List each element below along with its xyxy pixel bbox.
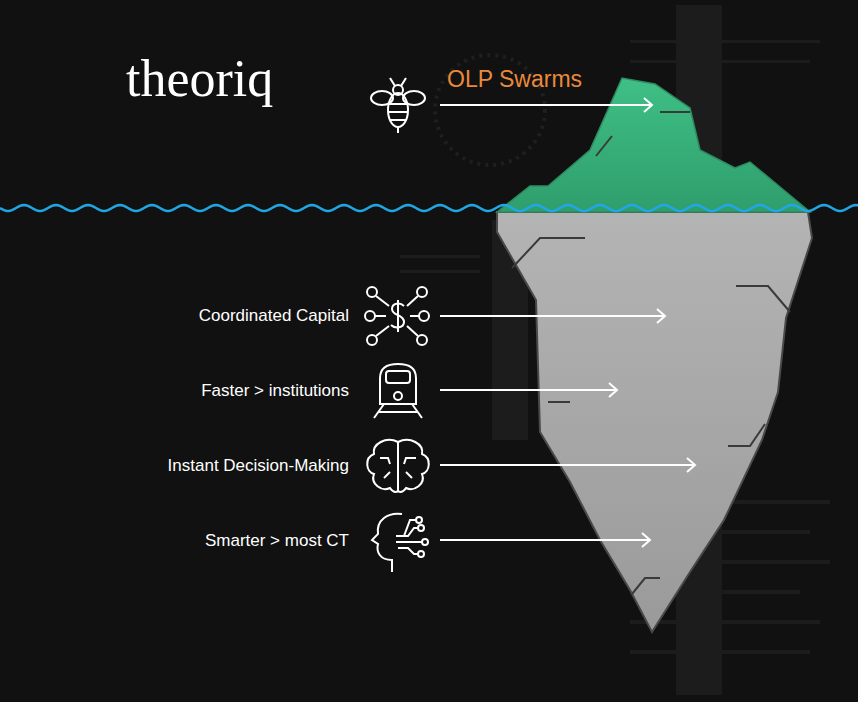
arrow-head [642, 533, 650, 547]
arrow-head [644, 98, 652, 112]
leader-arrow [440, 464, 695, 466]
logo-mark [26, 62, 110, 111]
brain-icon [367, 440, 429, 492]
water-line [0, 205, 858, 211]
bee-icon [371, 78, 425, 133]
tip-label: OLP Swarms [447, 66, 582, 94]
arrow-head [657, 309, 665, 323]
leader-arrows [440, 98, 695, 547]
leader-arrow [440, 389, 617, 391]
feature-label: Instant Decision-Making [168, 456, 349, 476]
leader-arrow [440, 315, 665, 317]
train-icon [374, 364, 422, 418]
leader-arrow [440, 539, 650, 541]
feature-label: Faster > institutions [201, 381, 349, 401]
background-bars [400, 5, 830, 695]
iceberg-underwater [497, 212, 812, 632]
ice-cracks [512, 112, 790, 594]
leader-arrow [440, 104, 652, 106]
feature-label: Coordinated Capital [199, 306, 349, 326]
capital-network-icon [365, 287, 429, 345]
head-circuit-icon [372, 514, 428, 572]
arrow-head [609, 383, 617, 397]
iceberg-tip [497, 78, 810, 212]
arrow-head [687, 458, 695, 472]
feature-label: Smarter > most CT [205, 531, 349, 551]
brand-logo-text: theoriq [126, 48, 273, 110]
